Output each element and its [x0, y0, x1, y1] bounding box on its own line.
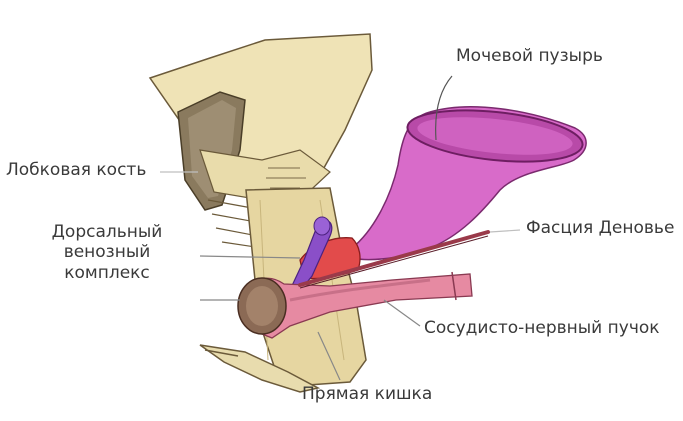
label-dorsal-venous-complex: Дорсальный венозный комплекс [22, 222, 192, 283]
label-pubic-bone: Лобковая кость [6, 160, 146, 180]
label-dorsal-line-1: Дорсальный [22, 222, 192, 242]
label-fascia: Фасция Деновье [526, 218, 674, 238]
leader-nvb [384, 300, 420, 326]
label-dorsal-line-2: венозный [22, 242, 192, 262]
label-neurovascular-bundle: Сосудисто-нервный пучок [424, 318, 660, 338]
label-rectum: Прямая кишка [302, 384, 432, 404]
label-bladder: Мочевой пузырь [456, 46, 603, 66]
leader-fascia [490, 230, 520, 232]
label-dorsal-line-3: комплекс [22, 263, 192, 283]
